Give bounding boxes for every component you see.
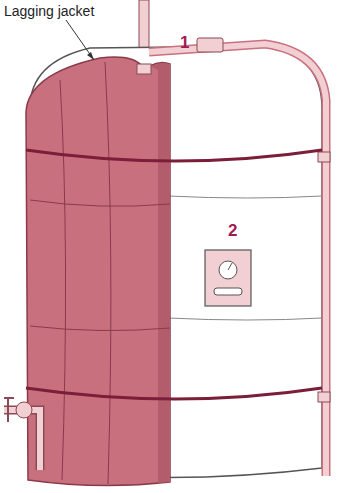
hot-pipe — [149, 44, 326, 476]
pipe-fitting — [318, 392, 330, 402]
callout-number: 2 — [228, 222, 237, 239]
jacket-fold — [30, 200, 170, 206]
hot-pipe-highlight — [149, 44, 326, 476]
jacket-fold — [60, 80, 66, 480]
lagging-jacket — [26, 57, 170, 486]
thermostat-switch — [214, 288, 242, 295]
jacket-strap — [26, 150, 322, 161]
jacket-shadow — [150, 63, 170, 483]
leader-line — [66, 20, 94, 60]
cylinder-seam — [168, 318, 322, 320]
callout-number: 1 — [180, 34, 189, 51]
jacket-fold — [30, 326, 170, 331]
leader-arrowhead — [87, 52, 94, 60]
thermostat-pointer — [228, 263, 232, 270]
valve-body — [16, 402, 32, 418]
top-fitting — [197, 38, 223, 52]
thermostat-dial — [219, 261, 237, 279]
cold-feed-pipe-highlight — [4, 410, 40, 470]
cold-feed-pipe — [4, 410, 40, 470]
thermostat-box — [205, 250, 251, 306]
jacket-strap — [26, 388, 322, 399]
pipe-fitting — [318, 152, 330, 162]
jacket-fold — [105, 62, 111, 484]
valve-handle — [4, 397, 14, 399]
cylinder-seam — [168, 196, 322, 198]
part-label: Lagging jacket — [4, 4, 94, 18]
pipe-collar — [137, 64, 151, 74]
valve-handle — [7, 398, 9, 422]
